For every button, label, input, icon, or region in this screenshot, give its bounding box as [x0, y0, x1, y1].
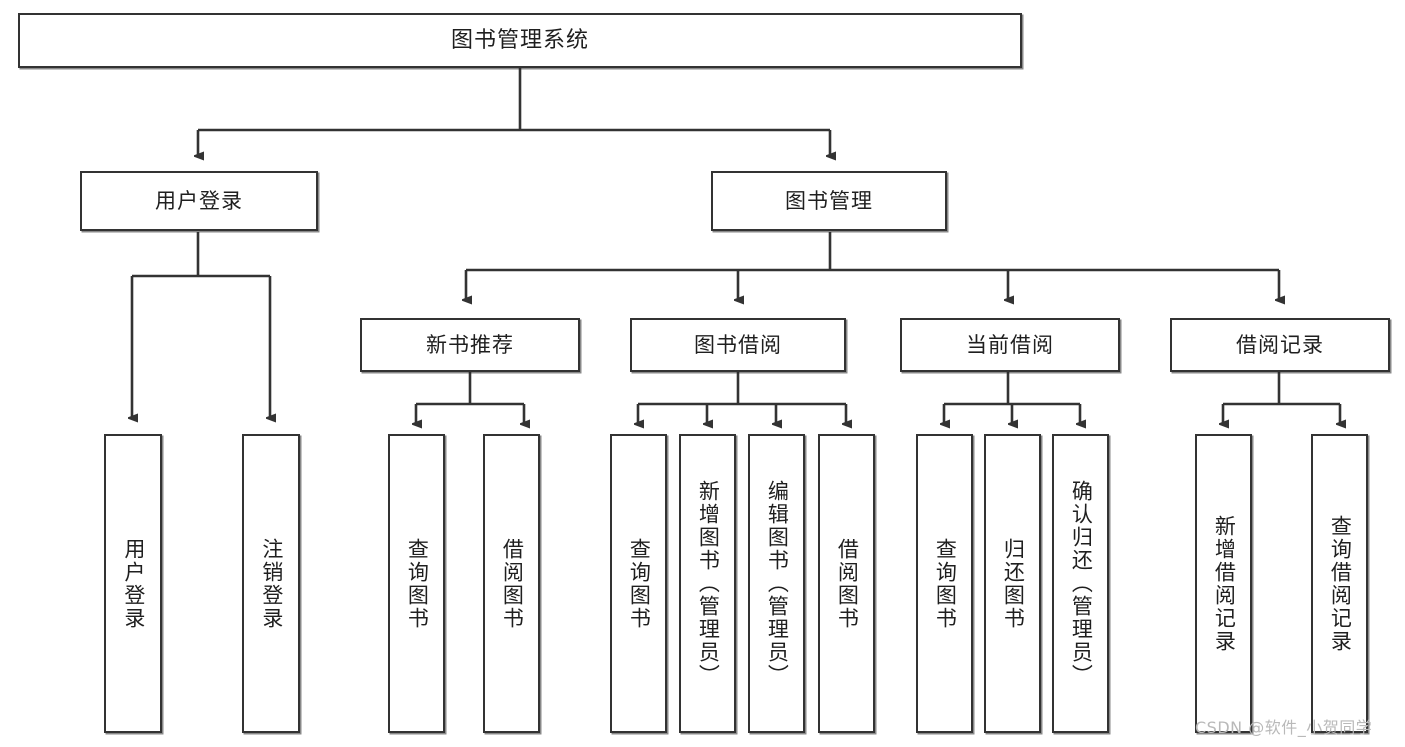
node-leaf-query-borrow-record[interactable]: 查询借阅记录	[1311, 434, 1368, 733]
node-label: 图书管理系统	[450, 27, 589, 53]
node-book-borrow[interactable]: 图书借阅	[630, 318, 846, 372]
node-label: 新增图书（管理员）	[696, 480, 721, 687]
node-label: 用户登录	[155, 188, 243, 213]
node-borrow-record[interactable]: 借阅记录	[1170, 318, 1390, 372]
node-label: 图书管理	[785, 188, 873, 213]
node-user-login[interactable]: 用户登录	[80, 171, 318, 231]
node-label: 确认归还（管理员）	[1069, 480, 1094, 687]
node-leaf-add-book[interactable]: 新增图书（管理员）	[679, 434, 736, 733]
node-leaf-query-book-recommend[interactable]: 查询图书	[388, 434, 445, 733]
node-leaf-borrow-book-recommend[interactable]: 借阅图书	[483, 434, 540, 733]
node-leaf-borrow-book[interactable]: 借阅图书	[818, 434, 875, 733]
node-leaf-return-book[interactable]: 归还图书	[984, 434, 1041, 733]
node-leaf-add-borrow-record[interactable]: 新增借阅记录	[1195, 434, 1252, 733]
node-label: 新书推荐	[426, 332, 514, 357]
node-label: 查询图书	[933, 537, 958, 630]
node-book-manage[interactable]: 图书管理	[711, 171, 947, 231]
node-label: 借阅图书	[835, 537, 860, 630]
node-label: 归还图书	[1001, 537, 1026, 630]
node-label: 查询借阅记录	[1328, 514, 1353, 653]
node-leaf-edit-book[interactable]: 编辑图书（管理员）	[748, 434, 805, 733]
node-label: 借阅记录	[1236, 332, 1324, 357]
node-label: 注销登录	[259, 537, 284, 630]
node-root-system[interactable]: 图书管理系统	[18, 13, 1022, 68]
node-label: 当前借阅	[966, 332, 1054, 357]
node-current-borrow[interactable]: 当前借阅	[900, 318, 1120, 372]
node-label: 用户登录	[121, 537, 146, 630]
node-leaf-logout-login[interactable]: 注销登录	[242, 434, 300, 733]
csdn-watermark: CSDN @软件_小贺同学	[1195, 718, 1373, 737]
node-leaf-confirm-return[interactable]: 确认归还（管理员）	[1052, 434, 1109, 733]
node-label: 新增借阅记录	[1212, 514, 1237, 653]
node-new-book-recommend[interactable]: 新书推荐	[360, 318, 580, 372]
node-leaf-user-login[interactable]: 用户登录	[104, 434, 162, 733]
node-leaf-query-book-borrow[interactable]: 查询图书	[610, 434, 667, 733]
node-label: 查询图书	[405, 537, 430, 630]
node-label: 图书借阅	[694, 332, 782, 357]
node-label: 查询图书	[627, 537, 652, 630]
node-label: 借阅图书	[500, 537, 525, 630]
node-label: 编辑图书（管理员）	[765, 480, 790, 687]
node-leaf-query-book-current[interactable]: 查询图书	[916, 434, 973, 733]
